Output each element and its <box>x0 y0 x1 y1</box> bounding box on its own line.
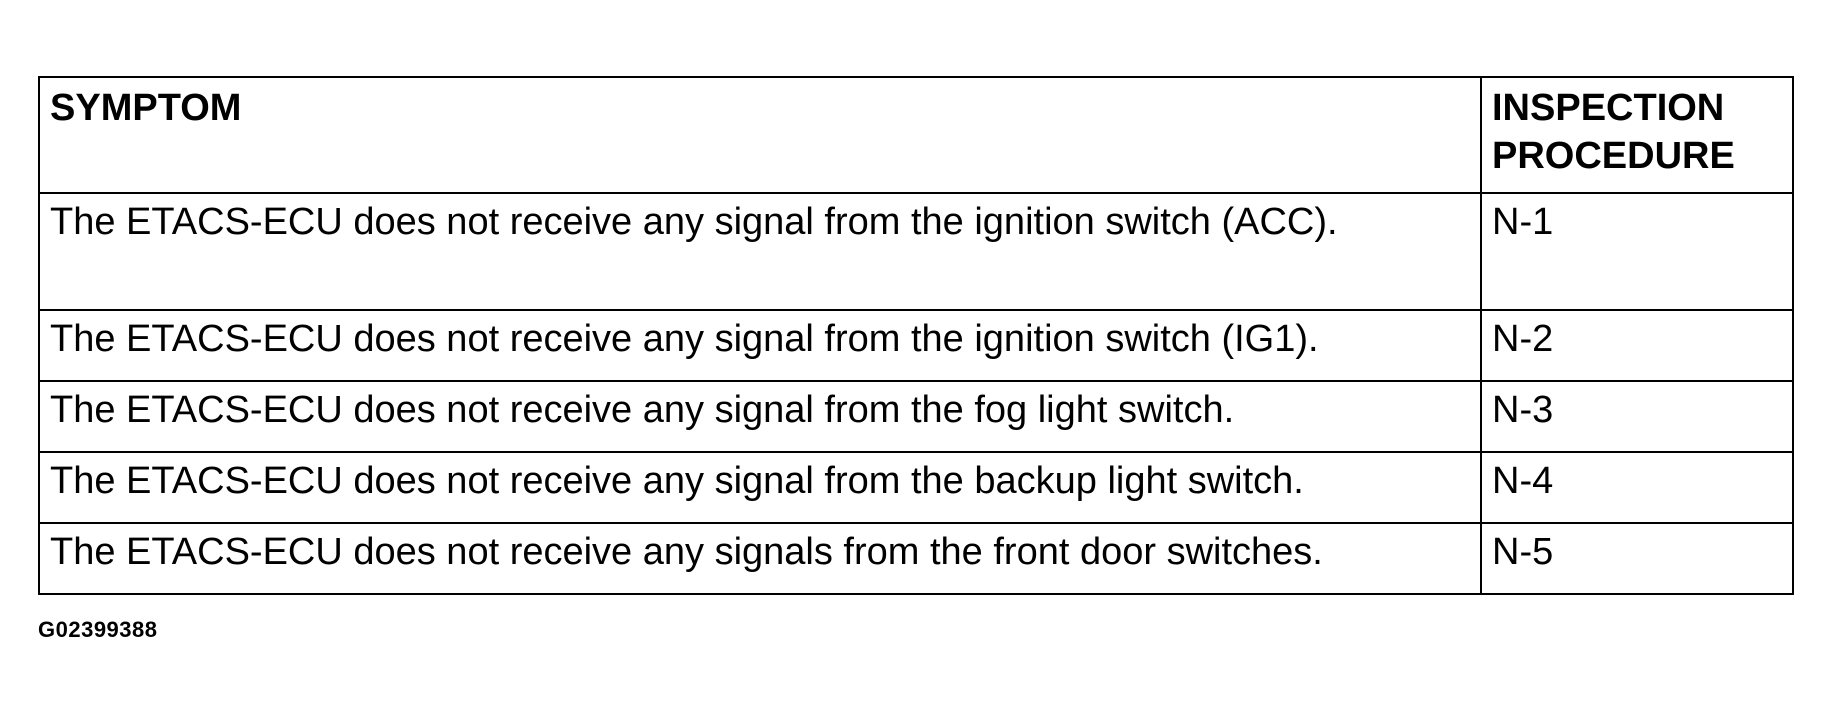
symptom-cell: The ETACS-ECU does not receive any signa… <box>38 380 1482 453</box>
header-symptom: SYMPTOM <box>38 76 1482 194</box>
figure-id: G02399388 <box>38 617 158 642</box>
procedure-cell: N-5 <box>1480 522 1794 595</box>
symptom-cell: The ETACS-ECU does not receive any signa… <box>38 192 1482 311</box>
procedure-cell: N-4 <box>1480 451 1794 524</box>
table-row: The ETACS-ECU does not receive any signa… <box>38 380 1794 453</box>
header-inspection-procedure: INSPECTION PROCEDURE <box>1480 76 1794 194</box>
symptom-cell: The ETACS-ECU does not receive any signa… <box>38 451 1482 524</box>
table-row: The ETACS-ECU does not receive any signa… <box>38 522 1794 595</box>
table-header-row: SYMPTOM INSPECTION PROCEDURE <box>38 76 1794 194</box>
symptom-cell: The ETACS-ECU does not receive any signa… <box>38 522 1482 595</box>
table-row: The ETACS-ECU does not receive any signa… <box>38 451 1794 524</box>
procedure-cell: N-2 <box>1480 309 1794 382</box>
symptom-cell: The ETACS-ECU does not receive any signa… <box>38 309 1482 382</box>
table-row: The ETACS-ECU does not receive any signa… <box>38 309 1794 382</box>
procedure-cell: N-1 <box>1480 192 1794 311</box>
table-row: The ETACS-ECU does not receive any signa… <box>38 192 1794 311</box>
symptom-table: SYMPTOM INSPECTION PROCEDURE The ETACS-E… <box>38 76 1794 595</box>
procedure-cell: N-3 <box>1480 380 1794 453</box>
